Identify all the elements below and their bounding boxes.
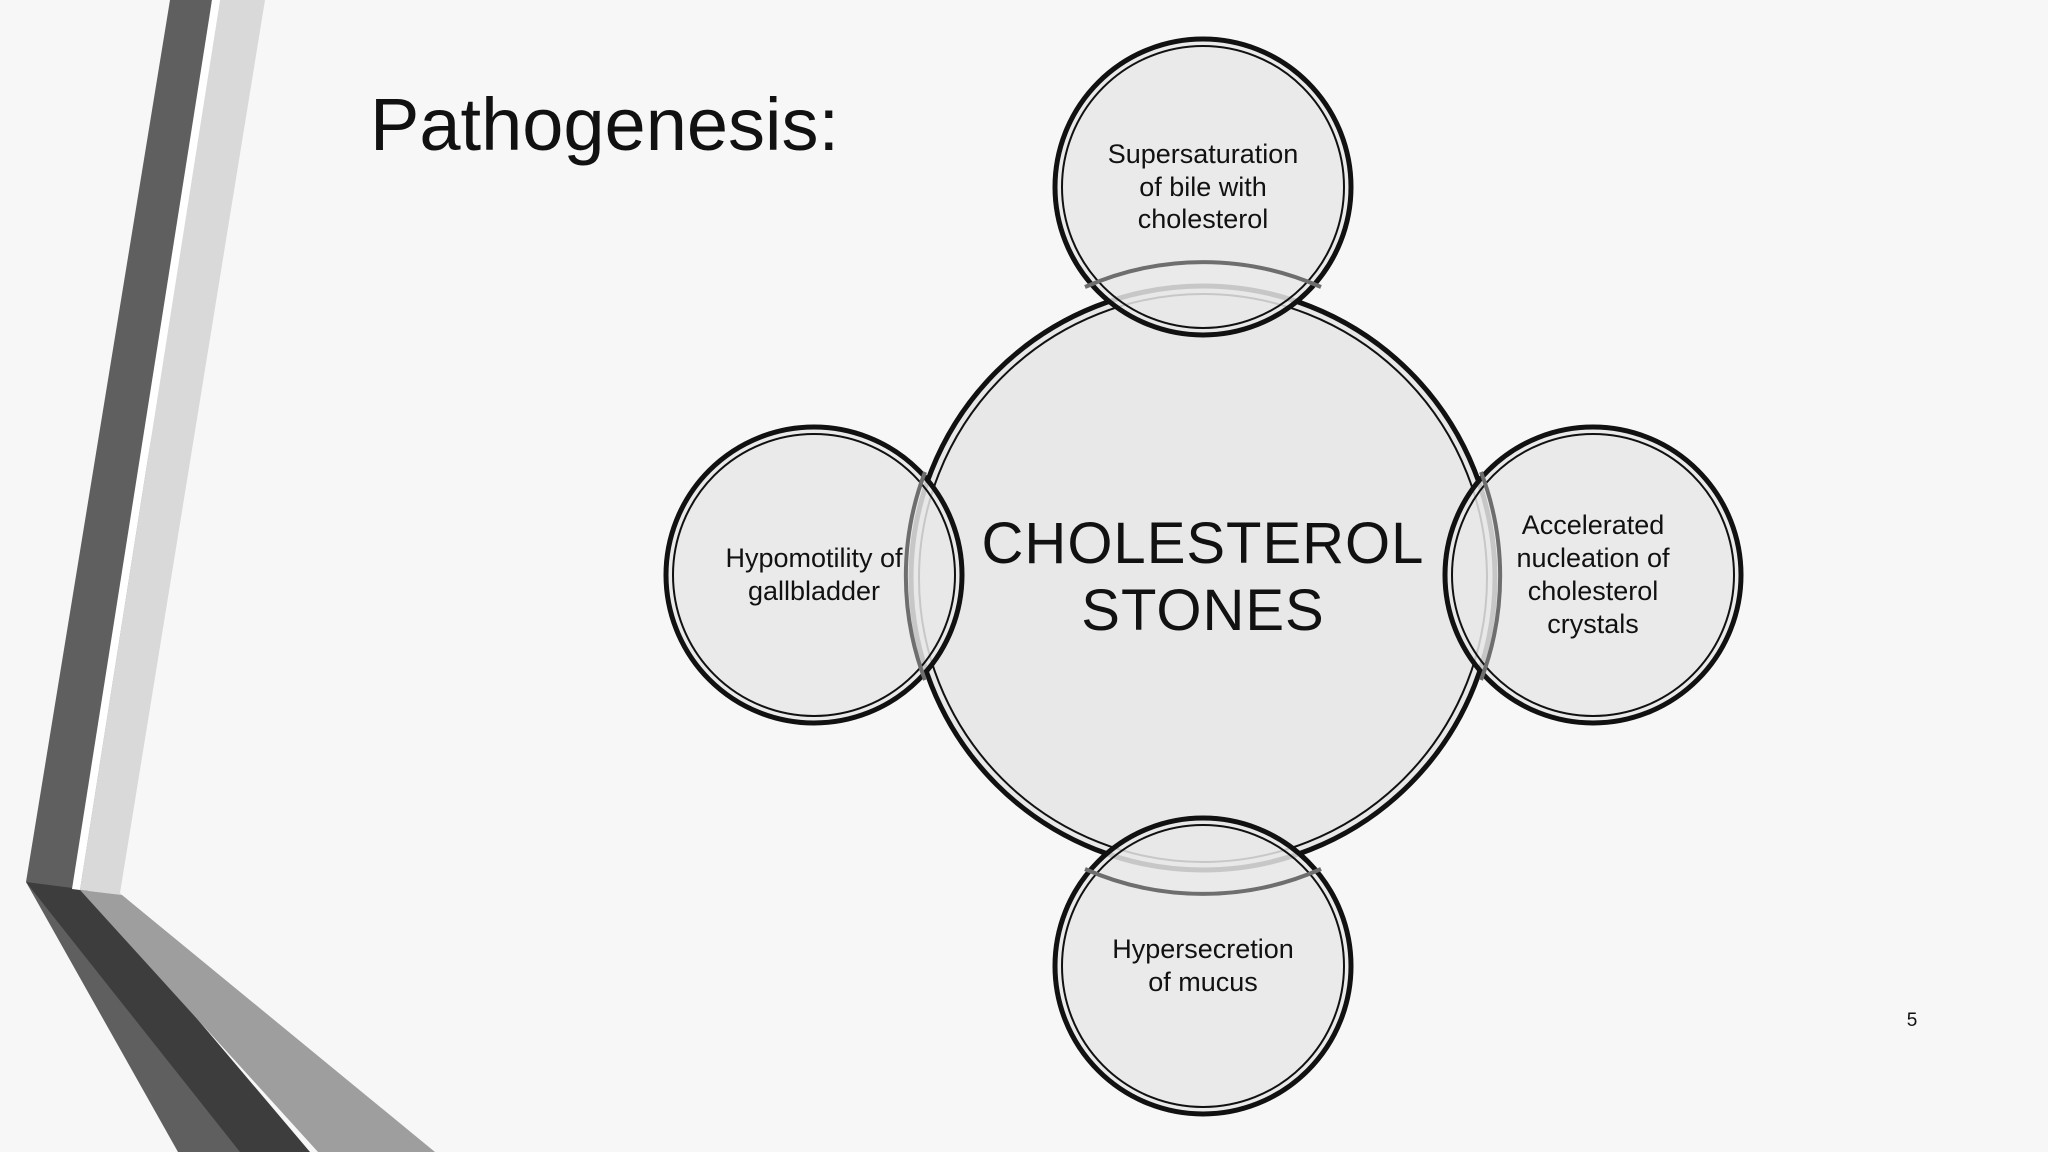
dark-stripe-lower — [26, 882, 310, 1152]
node-circle-right — [1442, 424, 1744, 726]
white-gap — [72, 0, 220, 890]
center-label: CHOLESTEROL STONES — [981, 511, 1425, 643]
node-circle-top — [1052, 36, 1354, 338]
node-circle-bottom — [1052, 815, 1354, 1117]
node-label-left: Hypomotility of gallbladder — [725, 543, 903, 606]
node-label-right: Accelerated nucleation of cholesterol cr… — [1516, 510, 1670, 639]
node-circle-left — [663, 424, 965, 726]
overlap-arcs — [903, 260, 1503, 896]
node-label-bottom: Hypersecretion of mucus — [1112, 934, 1294, 997]
slide-title: Pathogenesis: — [370, 83, 840, 166]
mid-stripe-lower — [80, 890, 435, 1152]
node-label-top: Supersaturation of bile with cholesterol — [1107, 138, 1299, 235]
light-stripe — [80, 0, 265, 895]
slide-number: 5 — [1906, 1010, 1918, 1031]
